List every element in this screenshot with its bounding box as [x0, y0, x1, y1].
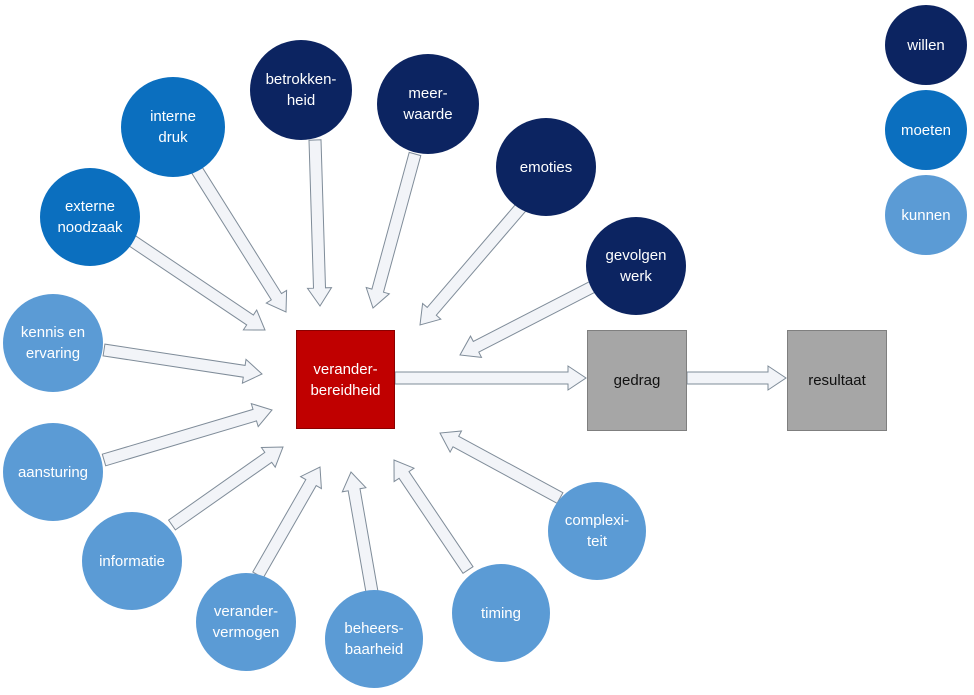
node-betrokkenheid: betrokken- heid [250, 40, 352, 140]
node-beheersbaarheid: beheers- baarheid [325, 590, 423, 688]
arrow-verandervermogen [252, 466, 322, 579]
box-veranderbereidheid: verander- bereidheid [296, 330, 395, 429]
node-gevolgen-werk: gevolgen werk [586, 217, 686, 315]
node-interne-druk: interne druk [121, 77, 225, 177]
arrow-to-resultaat [686, 365, 787, 391]
node-complexiteit: complexi- teit [548, 482, 646, 580]
arrow-emoties [419, 200, 529, 326]
box-resultaat: resultaat [787, 330, 887, 431]
arrow-externe-noodzaak [124, 232, 266, 331]
node-aansturing: aansturing [3, 423, 103, 521]
node-timing: timing [452, 564, 550, 662]
arrow-beheersbaarheid [341, 471, 379, 594]
node-emoties: emoties [496, 118, 596, 216]
arrow-complexiteit [439, 430, 564, 504]
node-kennis-en-ervaring: kennis en ervaring [3, 294, 103, 392]
arrow-to-gedrag [394, 365, 587, 391]
legend-willen: willen [885, 5, 967, 85]
legend-moeten: moeten [885, 90, 967, 170]
arrow-meerwaarde [365, 151, 422, 309]
arrow-timing [393, 459, 474, 574]
node-externe-noodzaak: externe noodzaak [40, 168, 140, 266]
arrow-betrokkenheid [306, 139, 333, 307]
node-informatie: informatie [82, 512, 182, 610]
legend-kunnen: kunnen [885, 175, 967, 255]
node-verandervermogen: verander- vermogen [196, 573, 296, 671]
node-meerwaarde: meer- waarde [377, 54, 479, 154]
arrow-gevolgen-werk [459, 279, 600, 358]
arrow-kennis-en-ervaring [102, 343, 263, 385]
arrow-aansturing [101, 402, 273, 467]
arrow-interne-druk [189, 163, 288, 313]
box-gedrag: gedrag [587, 330, 687, 431]
arrow-informatie [167, 446, 284, 531]
